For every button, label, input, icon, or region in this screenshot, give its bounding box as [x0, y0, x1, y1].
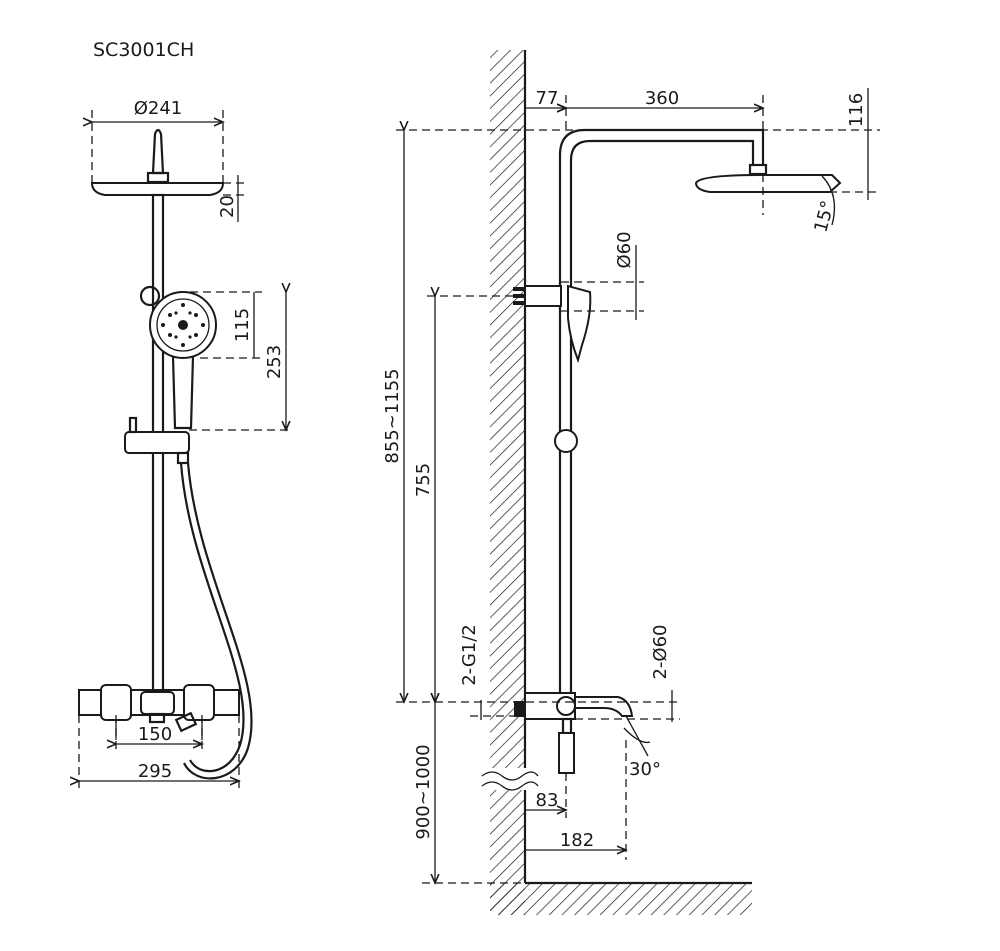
dim-spout-angle: 30° — [629, 759, 661, 780]
dim-spout-length: 182 — [560, 830, 594, 851]
dim-wall-offset: 77 — [536, 88, 559, 109]
dim-rail-length: 755 — [413, 463, 434, 497]
dim-mount-height: 900~1000 — [413, 744, 434, 839]
dim-arm-length: 360 — [645, 88, 679, 109]
dim-bracket-diameter: Ø60 — [614, 231, 635, 268]
dim-arm-height: 116 — [846, 93, 867, 127]
dim-holder-height: 253 — [264, 345, 285, 379]
dim-head-thickness: 20 — [217, 195, 238, 218]
side-view: 77 360 116 15° Ø60 855~1155 755 2-G1/2 2… — [382, 50, 880, 915]
front-view: Ø241 20 115 253 150 295 — [79, 98, 292, 790]
dim-hand-shower-height: 115 — [232, 308, 253, 342]
dim-mixer-width: 295 — [138, 761, 172, 782]
dim-spout-offset: 83 — [536, 790, 559, 811]
floor-hatch — [490, 883, 752, 915]
dim-height-adjust: 855~1155 — [382, 368, 403, 463]
dim-thread: 2-G1/2 — [459, 624, 480, 686]
dim-head-angle: 15° — [810, 198, 839, 234]
dim-inlet-spacing: 150 — [138, 724, 172, 745]
model-title: SC3001CH — [93, 39, 194, 61]
dim-head-diameter: Ø241 — [134, 98, 183, 119]
dim-escutcheon-diameter: 2-Ø60 — [650, 624, 671, 679]
